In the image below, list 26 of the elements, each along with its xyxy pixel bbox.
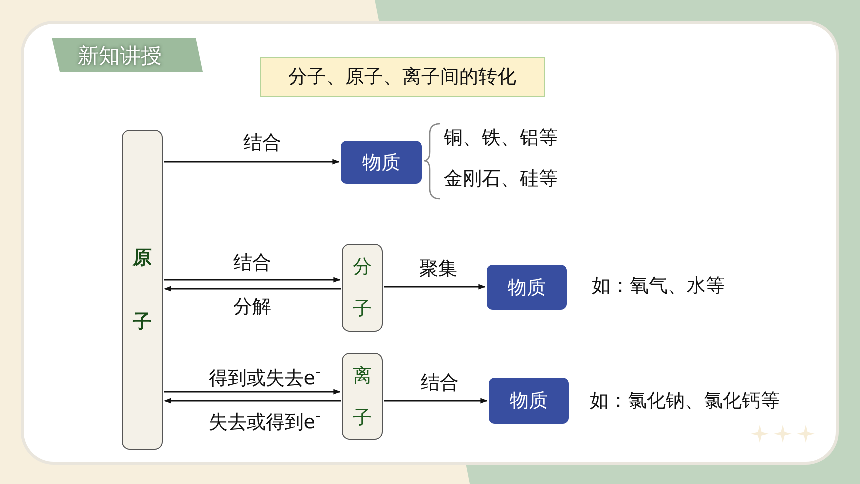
example-text: 如：氯化钠、氯化钙等 xyxy=(590,389,780,414)
arrow xyxy=(384,284,486,290)
molecule-box: 分子 xyxy=(342,244,383,332)
edge-label: 结合 xyxy=(232,251,272,276)
edge-label: 得到或失去e$^{-}$ xyxy=(208,362,322,392)
substance-box: 物质 xyxy=(341,141,422,184)
arrow xyxy=(164,277,341,283)
arrow xyxy=(384,398,488,404)
edge-label: 结合 xyxy=(420,371,460,396)
edge-label: 聚集 xyxy=(418,257,458,282)
arrow xyxy=(164,398,341,404)
edge-label: 分解 xyxy=(232,295,272,320)
example-text: 铜、铁、铝等 xyxy=(444,126,558,151)
edge-label: 失去或得到e$^{-}$ xyxy=(208,406,322,436)
edge-label: 结合 xyxy=(242,131,282,156)
example-text: 金刚石、硅等 xyxy=(444,167,558,192)
example-text: 如：氧气、水等 xyxy=(592,274,725,299)
atom-box: 原子 xyxy=(122,130,163,450)
arrow xyxy=(164,286,341,292)
arrow xyxy=(164,159,340,165)
heading-text: 新知讲授 xyxy=(78,43,162,70)
title-box: 分子、原子、离子间的转化 xyxy=(260,57,545,97)
substance-box: 物质 xyxy=(489,378,569,424)
arrow xyxy=(164,389,341,395)
substance-box: 物质 xyxy=(487,265,567,310)
ion-box: 离子 xyxy=(342,353,383,440)
